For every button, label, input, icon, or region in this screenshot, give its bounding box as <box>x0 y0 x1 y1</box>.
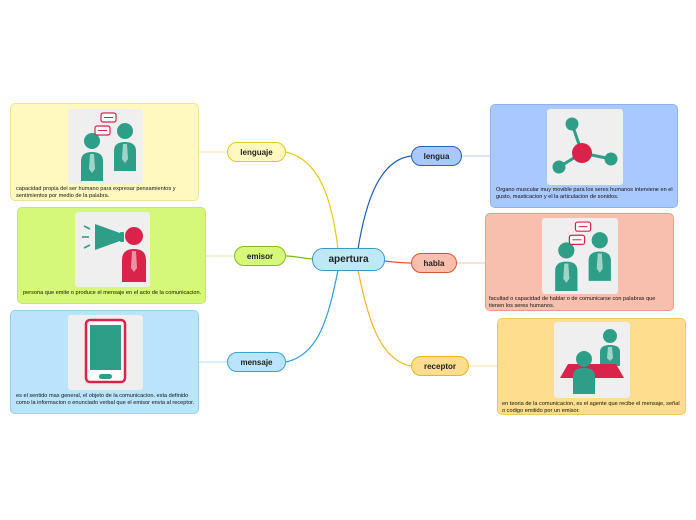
topic-mensaje[interactable]: mensaje <box>227 352 286 372</box>
people-speech-icon <box>542 218 618 294</box>
topic-emisor-label: emisor <box>246 251 274 261</box>
card-lenguaje[interactable]: capacidad propia del ser humano para exp… <box>10 103 199 201</box>
topic-receptor-label: receptor <box>423 361 456 371</box>
card-emisor-text: persona que emite o produce el mensaje e… <box>23 290 202 296</box>
card-emisor[interactable]: persona que emite o produce el mensaje e… <box>17 207 206 304</box>
card-mensaje[interactable]: es el sentido mas general, el objeto de … <box>10 310 199 414</box>
branch-mensaje <box>285 269 339 363</box>
branch-habla <box>383 260 412 264</box>
topic-lenguaje-label: lenguaje <box>240 147 273 157</box>
megaphone-person-icon <box>75 212 150 287</box>
topic-receptor[interactable]: receptor <box>411 356 469 376</box>
card-lenguaje-text: capacidad propia del ser humano para exp… <box>16 186 176 200</box>
topic-habla-label: habla <box>423 258 445 268</box>
card-habla-text: facultad o capacidad de hablar o de comu… <box>489 296 656 310</box>
meeting-icon <box>554 322 630 398</box>
card-habla[interactable]: facultad o capacidad de hablar o de comu… <box>485 213 674 311</box>
branch-emisor <box>285 255 314 260</box>
branch-lenguaje <box>285 151 339 250</box>
card-lengua[interactable]: Organo muscular muy movible para los ser… <box>490 104 678 208</box>
people-speech-icon <box>68 109 143 184</box>
central-topic-label: apertura <box>328 254 369 265</box>
central-topic[interactable]: apertura <box>312 248 385 271</box>
card-lengua-text: Organo muscular muy movible para los ser… <box>496 187 673 201</box>
card-mensaje-text: es el sentido mas general, el objeto de … <box>16 393 195 407</box>
card-receptor[interactable]: en teoria de la comunicacion, es el agen… <box>497 318 686 415</box>
topic-lengua[interactable]: lengua <box>411 146 462 166</box>
topic-habla[interactable]: habla <box>411 253 457 273</box>
topic-emisor[interactable]: emisor <box>234 246 286 266</box>
molecule-icon <box>547 109 623 185</box>
topic-lenguaje[interactable]: lenguaje <box>227 142 286 162</box>
branch-lengua <box>357 155 412 250</box>
topic-mensaje-label: mensaje <box>240 357 273 367</box>
card-receptor-text: en teoria de la comunicacion, es el agen… <box>502 401 680 415</box>
tablet-icon <box>68 315 143 390</box>
branch-receptor <box>357 269 412 367</box>
topic-lengua-label: lengua <box>423 151 450 161</box>
